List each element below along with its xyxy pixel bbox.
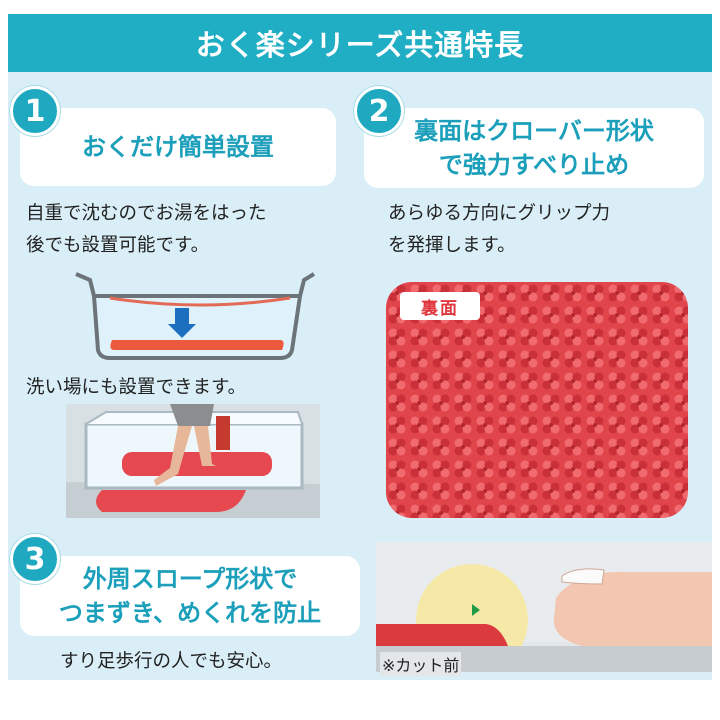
feature-1-description: 自重で沈むのでお湯をはった 後でも設置可能です。	[26, 198, 267, 262]
feature-2-callout: 裏面はクローバー形状 で強力すべり止め	[364, 108, 704, 188]
feature-2-description-line-1: あらゆる方向にグリップ力	[388, 203, 611, 224]
mat-underside-image	[386, 282, 688, 518]
underside-tag: 裏面	[400, 292, 480, 320]
feature-1-caption: 洗い場にも設置できます。	[26, 377, 247, 398]
feature-2-title-line-2: で強力すべり止め	[438, 151, 630, 179]
wash-area-illustration	[66, 404, 320, 518]
feature-1-title: おくだけ簡単設置	[82, 133, 274, 161]
feature-3-title-line-2: つまずき、めくれを防止	[58, 599, 322, 627]
bathtub-illustration	[75, 272, 316, 360]
feature-2-badge: 2	[354, 86, 404, 136]
feature-2-title-line-1: 裏面はクローバー形状	[414, 117, 654, 145]
feature-1-badge: 1	[10, 86, 60, 136]
feature-2-description-line-2: を発揮します。	[388, 235, 516, 256]
page-title: おく楽シリーズ共通特長	[195, 28, 525, 62]
feature-2-description: あらゆる方向にグリップ力 を発揮します。	[388, 198, 610, 262]
feature-3-description: すり足歩行の人でも安心。	[60, 651, 283, 672]
feature-1-callout: おくだけ簡単設置	[20, 108, 336, 186]
cut-note: ※カット前	[380, 652, 462, 676]
feature-1-description-line-2: 後でも設置可能です。	[26, 235, 210, 256]
feature-3-badge: 3	[10, 534, 60, 584]
feature-3-callout: 外周スロープ形状で つまずき、めくれを防止	[20, 556, 360, 636]
feature-3-title-line-1: 外周スロープ形状で	[82, 565, 298, 593]
feature-1-description-line-1: 自重で沈むのでお湯をはった	[26, 203, 267, 224]
header-bar: おく楽シリーズ共通特長	[8, 14, 712, 72]
